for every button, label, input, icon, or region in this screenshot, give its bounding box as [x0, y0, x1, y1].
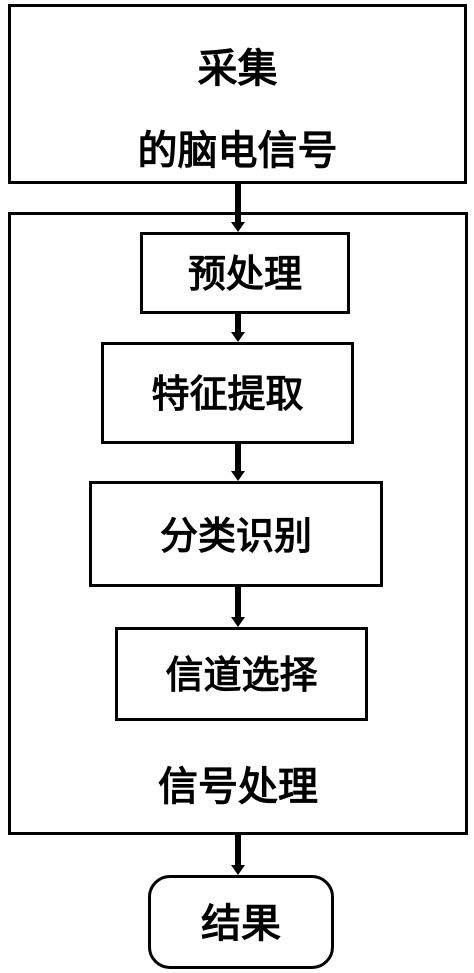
step-preprocessing-label: 预处理: [187, 252, 302, 296]
output-label: 结果: [201, 901, 281, 947]
input-box-collected-eeg: 采集 的脑电信号: [8, 4, 467, 184]
step-feature-extraction-label: 特征提取: [151, 372, 304, 416]
step-classification: 分类识别: [89, 481, 383, 587]
input-label-line1: 采集: [197, 46, 278, 92]
arrow-processing-to-result: [231, 835, 245, 875]
step-preprocessing: 预处理: [140, 232, 350, 314]
input-label-line2: 的脑电信号: [137, 128, 338, 174]
signal-processing-label: 信号处理: [158, 764, 318, 810]
step-classification-label: 分类识别: [159, 514, 312, 558]
step-channel-selection: 信道选择: [115, 627, 368, 721]
output-box-result: 结果: [148, 875, 334, 969]
step-channel-selection-label: 信道选择: [165, 653, 318, 697]
step-feature-extraction: 特征提取: [101, 342, 354, 444]
